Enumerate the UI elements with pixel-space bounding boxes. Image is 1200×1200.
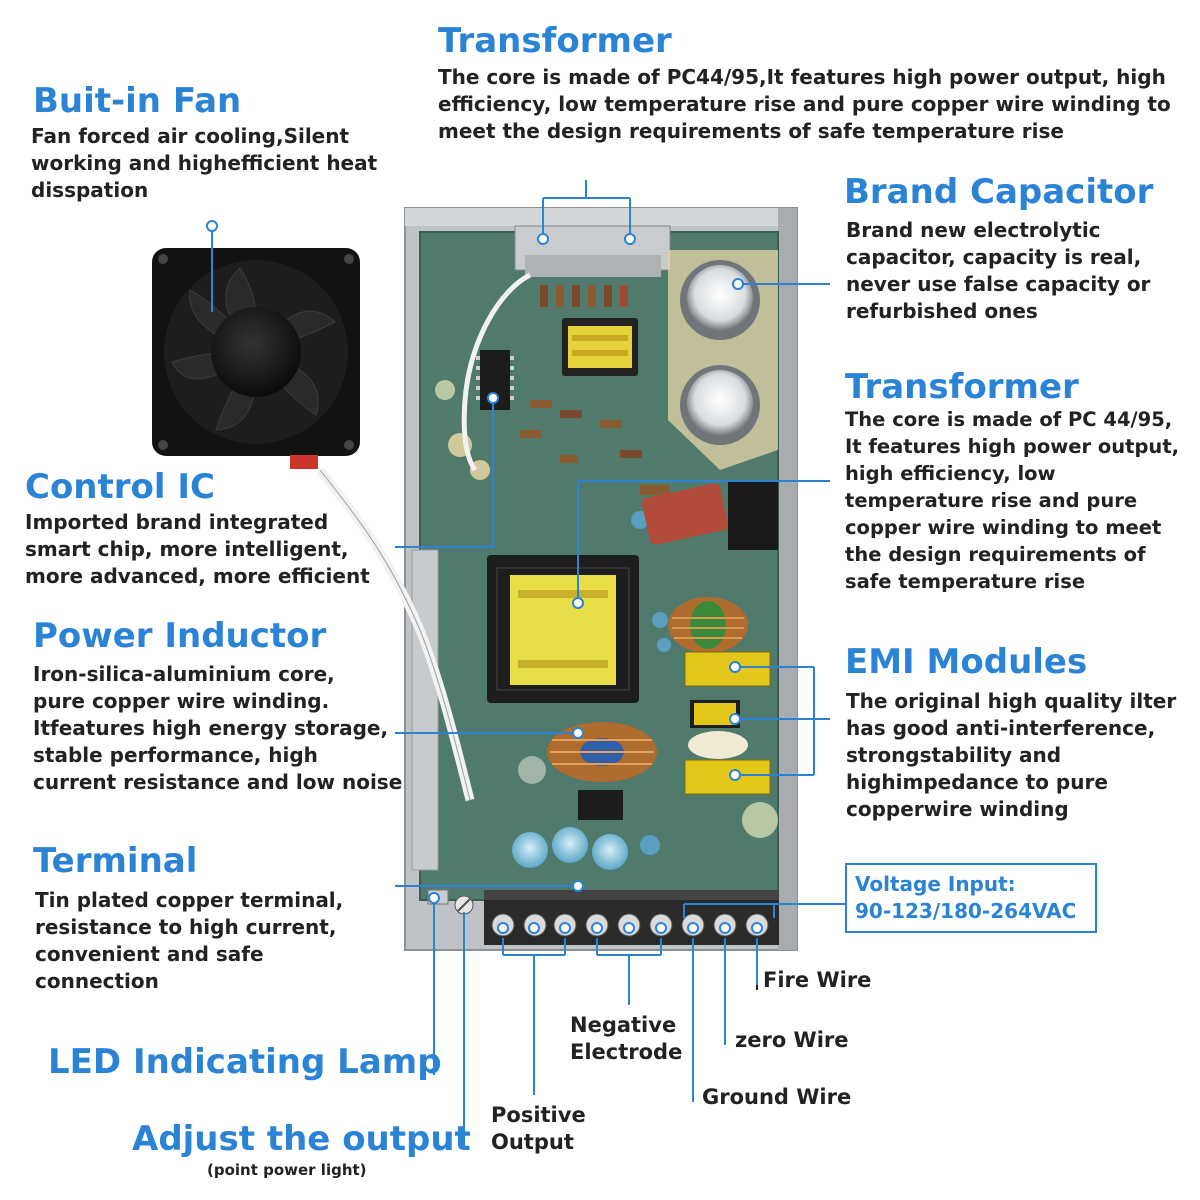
label-line: Electrode — [570, 1040, 683, 1064]
description-line: current resistance and low noise — [33, 770, 403, 794]
adjust-output-title: Adjust the output — [132, 1119, 471, 1159]
description-line: meet the design requirements of safe tem… — [438, 119, 1064, 143]
small-blue-capacitors — [512, 827, 660, 870]
emi-description: The original high quality ilter has good… — [846, 688, 1176, 823]
positive-output-label: Positive Output — [491, 1102, 586, 1156]
description-line: The original high quality ilter — [846, 689, 1177, 713]
relay-block — [728, 480, 778, 550]
transformer-top-title: Transformer — [438, 21, 672, 61]
description-line: smart chip, more intelligent, — [25, 537, 349, 561]
description-line: The core is made of PC 44/95, — [845, 408, 1173, 431]
control-ic-title: Control IC — [25, 467, 215, 507]
description-line: safe temperature rise — [845, 570, 1086, 593]
description-line: Itfeatures high energy storage, — [33, 716, 389, 740]
ground-wire-label: Ground Wire — [702, 1085, 852, 1109]
description-line: disspation — [31, 178, 149, 202]
description-line: the design requirements of — [845, 543, 1146, 566]
description-line: temperature rise and pure — [845, 489, 1138, 512]
fan-description: Fan forced air cooling,Silent working an… — [31, 123, 377, 204]
terminal-title: Terminal — [33, 841, 198, 881]
small-transformer — [562, 318, 638, 376]
misc-components — [435, 380, 778, 838]
led-lamp-title: LED Indicating Lamp — [48, 1042, 442, 1082]
voltage-input-box: Voltage Input: 90-123/180-264VAC — [845, 863, 1097, 933]
description-line: never use false capacity or — [846, 272, 1151, 296]
description-line: Iron-silica-aluminium core, — [33, 662, 335, 686]
description-line: Imported brand integrated — [25, 510, 329, 534]
description-line: connection — [35, 969, 159, 993]
emi-yellow-modules — [684, 651, 771, 795]
inductor-description: Iron-silica-aluminium core, pure copper … — [33, 661, 402, 796]
case-right-side — [778, 208, 797, 950]
description-line: copper wire winding to meet — [845, 516, 1162, 539]
adjust-output-note: (point power light) — [207, 1161, 367, 1179]
label-line: Negative — [570, 1013, 677, 1037]
film-capacitor — [642, 483, 728, 545]
transformer-right-title: Transformer — [845, 367, 1079, 407]
emi-coil — [668, 597, 748, 653]
description-line: It features high power output, — [845, 435, 1180, 458]
description-line: Tin plated copper terminal, — [35, 888, 344, 912]
power-inductor-toroid — [547, 722, 657, 782]
label-line: Output — [491, 1130, 574, 1154]
fire-wire-label: Fire Wire — [763, 968, 872, 992]
description-line: highimpedance to pure — [846, 770, 1108, 794]
top-components — [540, 285, 628, 307]
voltage-input-label: Voltage Input: — [855, 872, 1016, 896]
transformer-top-description: The core is made of PC44/95,It features … — [438, 64, 1171, 145]
description-line: Fan forced air cooling,Silent — [31, 124, 350, 148]
main-transformer — [487, 555, 639, 703]
description-line: efficiency, low temperature rise and pur… — [438, 92, 1171, 116]
description-line: Brand new electrolytic — [846, 218, 1101, 242]
top-wire-loop — [461, 272, 532, 472]
description-line: more advanced, more efficient — [25, 564, 370, 588]
capacitor-title: Brand Capacitor — [844, 172, 1154, 212]
case-top-lip — [405, 208, 797, 226]
callout-dots — [206, 220, 763, 934]
fan-title: Buit-in Fan — [33, 81, 242, 121]
side-bracket — [411, 549, 439, 871]
description-line: high efficiency, low — [845, 462, 1056, 485]
description-line: refurbished ones — [846, 299, 1038, 323]
emi-title: EMI Modules — [845, 642, 1088, 682]
label-line: Positive — [491, 1103, 586, 1127]
heatsink-top-strip — [525, 255, 661, 277]
terminal-description: Tin plated copper terminal, resistance t… — [35, 887, 343, 995]
voltage-input-range: 90-123/180-264VAC — [855, 899, 1077, 923]
callout-lines — [211, 180, 845, 1150]
description-line: pure copper wire winding. — [33, 689, 330, 713]
description-line: capacitor, capacity is real, — [846, 245, 1142, 269]
inductor-title: Power Inductor — [33, 616, 327, 656]
description-line: resistance to high current, — [35, 915, 337, 939]
description-line: working and highefficient heat — [31, 151, 378, 175]
zero-wire-label: zero Wire — [735, 1028, 849, 1052]
fan — [152, 248, 360, 469]
description-line: copperwire winding — [846, 797, 1069, 821]
negative-electrode-label: Negative Electrode — [570, 1012, 682, 1066]
transformer-right-description: The core is made of PC 44/95, It feature… — [845, 406, 1179, 595]
control-ic-description: Imported brand integrated smart chip, mo… — [25, 509, 370, 590]
description-line: convenient and safe — [35, 942, 264, 966]
description-line: has good anti-interference, — [846, 716, 1156, 740]
description-line: stable performance, high — [33, 743, 318, 767]
description-line: strongstability and — [846, 743, 1062, 767]
capacitor-description: Brand new electrolytic capacitor, capaci… — [846, 217, 1150, 325]
description-line: The core is made of PC44/95,It features … — [438, 65, 1166, 89]
